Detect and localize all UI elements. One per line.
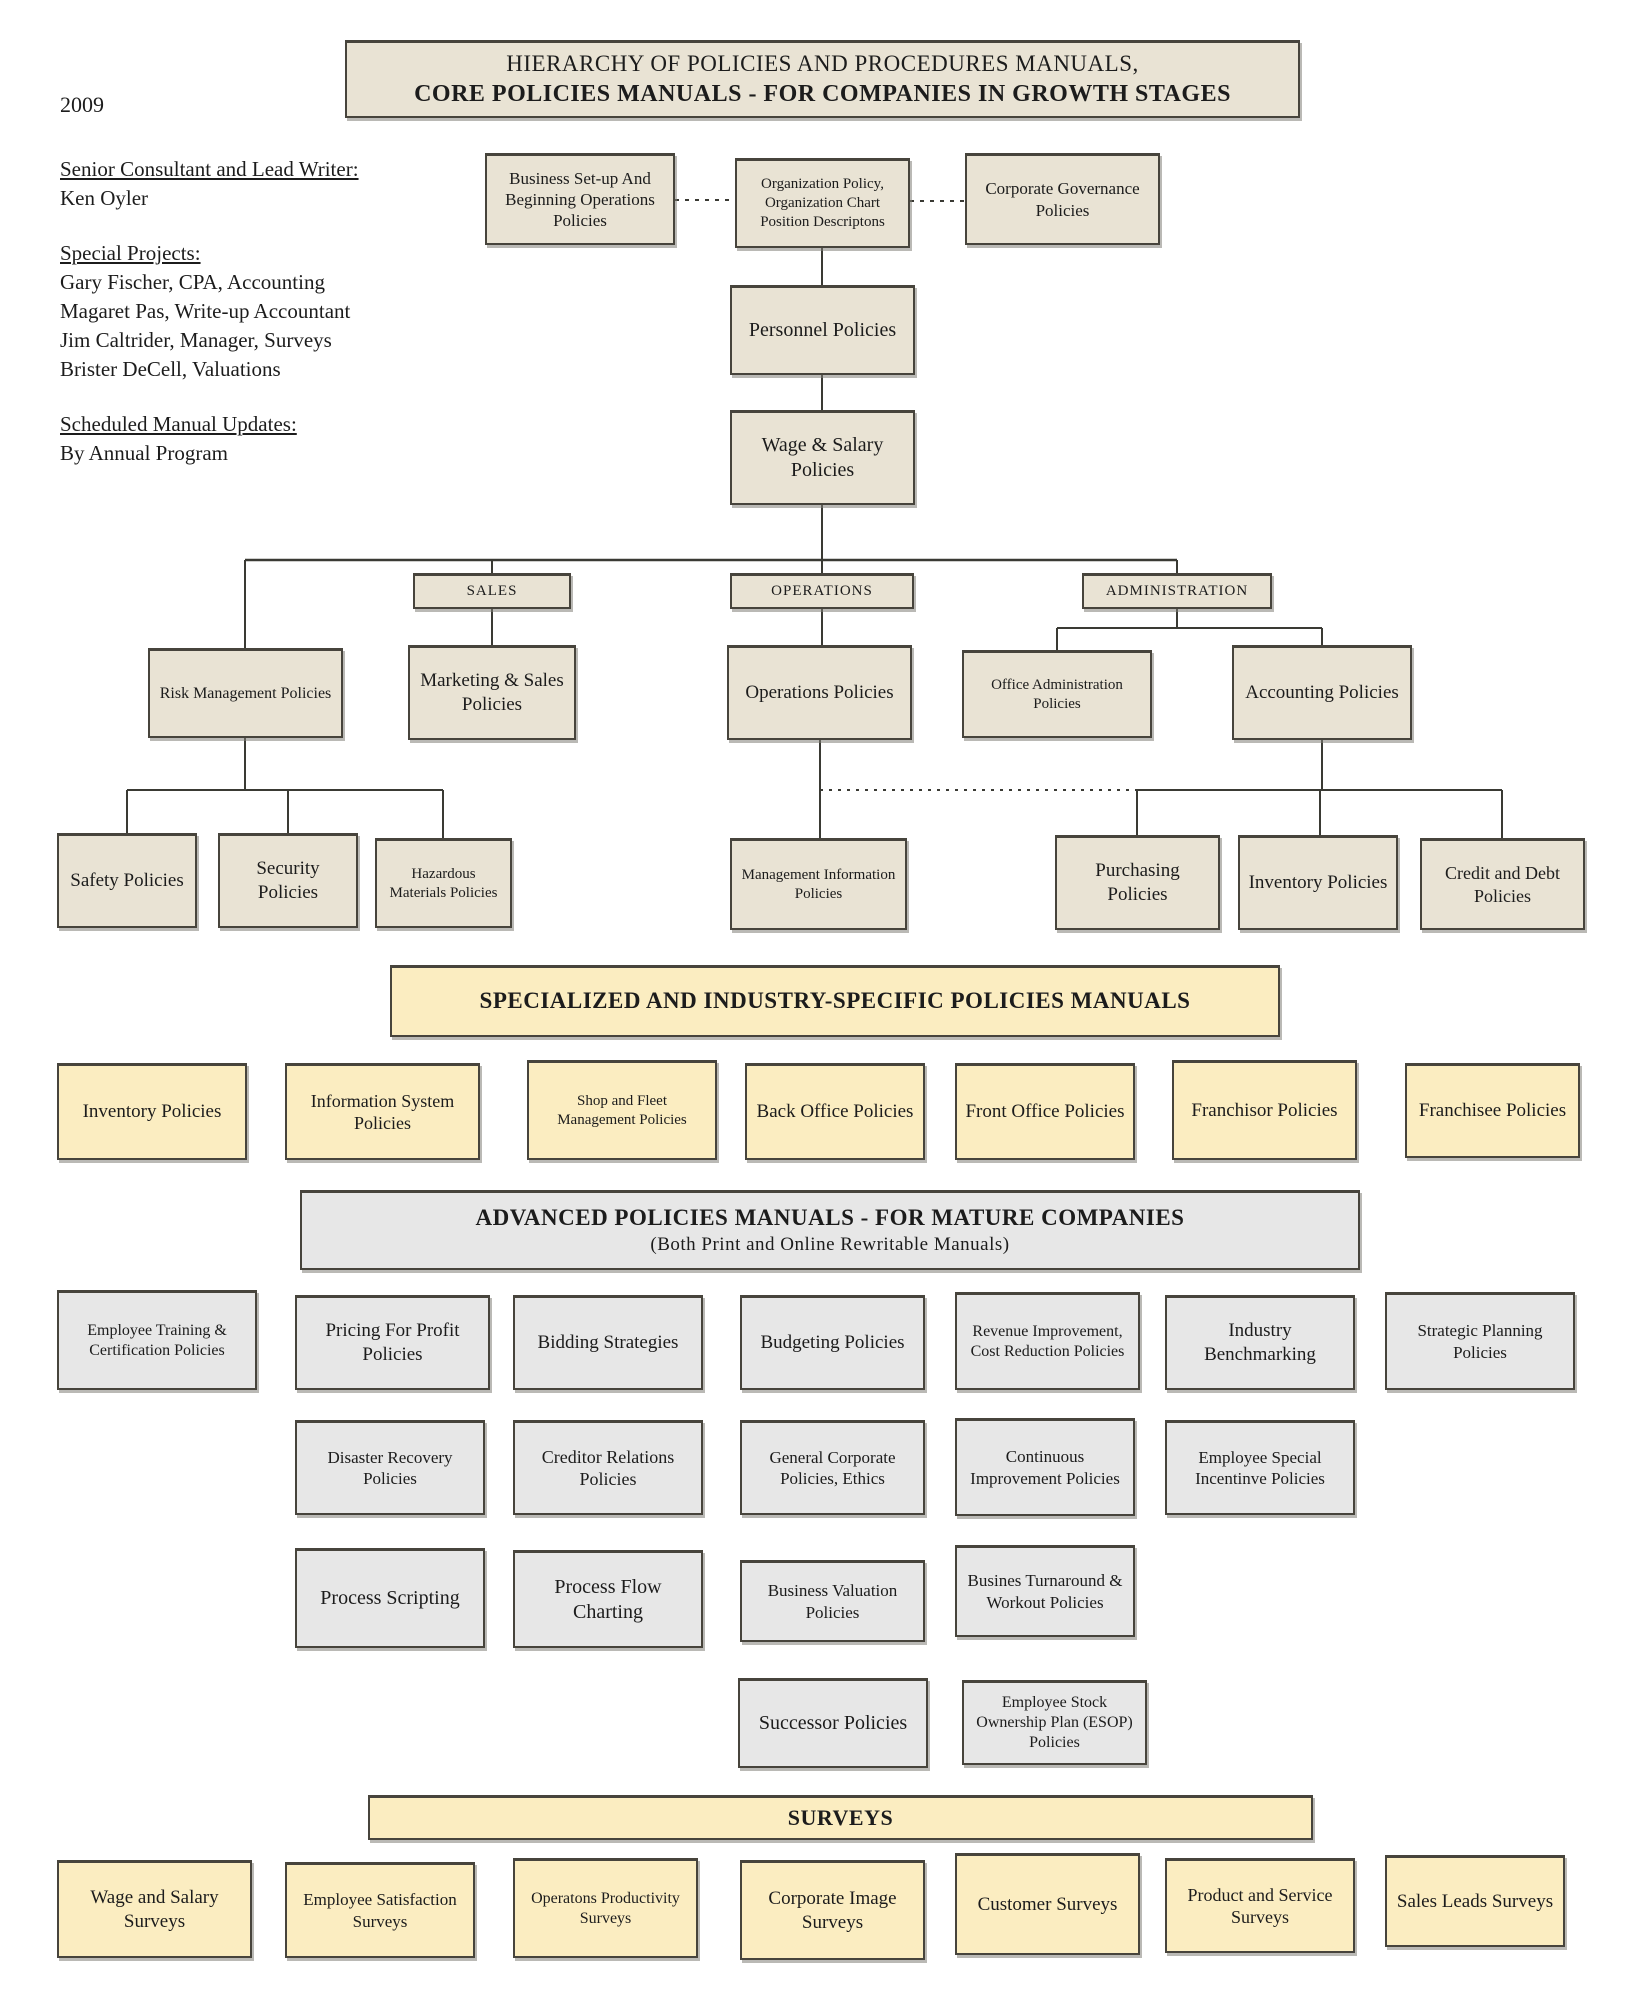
box-corporate-image-surveys: Corporate Image Surveys (740, 1860, 925, 1960)
box-bidding-strategies: Bidding Strategies (513, 1295, 703, 1390)
box-office-administration: Office Administration Policies (962, 650, 1152, 738)
year-label: 2009 (60, 92, 104, 117)
box-industry-benchmarking: Industry Benchmarking (1165, 1295, 1355, 1390)
box-continuous-improvement: Continuous Improvement Policies (955, 1418, 1135, 1516)
box-product-service-surveys: Product and Service Surveys (1165, 1858, 1355, 1953)
advanced-banner: ADVANCED POLICIES MANUALS - FOR MATURE C… (300, 1190, 1360, 1270)
box-process-scripting: Process Scripting (295, 1548, 485, 1648)
box-security-policies: Security Policies (218, 833, 358, 928)
box-risk-management: Risk Management Policies (148, 648, 343, 738)
box-business-setup: Business Set-up And Beginning Operations… (485, 153, 675, 245)
box-wage-salary-surveys: Wage and Salary Surveys (57, 1860, 252, 1958)
title-line2: CORE POLICIES MANUALS - FOR COMPANIES IN… (414, 80, 1231, 107)
branch-label-operations: OPERATIONS (730, 573, 914, 609)
box-esop-policies: Employee Stock Ownership Plan (ESOP) Pol… (962, 1680, 1147, 1765)
special-project-person: Gary Fischer, CPA, Accounting (60, 269, 325, 294)
box-corporate-governance: Corporate Governance Policies (965, 153, 1160, 245)
updates-heading: Scheduled Manual Updates: (60, 411, 297, 436)
box-disaster-recovery: Disaster Recovery Policies (295, 1420, 485, 1515)
advanced-banner-line2: (Both Print and Online Rewritable Manual… (650, 1234, 1010, 1255)
box-revenue-improvement: Revenue Improvement, Cost Reduction Poli… (955, 1292, 1140, 1390)
box-credit-debt-policies: Credit and Debt Policies (1420, 838, 1585, 930)
box-strategic-planning: Strategic Planning Policies (1385, 1292, 1575, 1390)
box-employee-special-incentive: Employee Special Incentinve Policies (1165, 1420, 1355, 1515)
box-customer-surveys: Customer Surveys (955, 1853, 1140, 1955)
credits-block: Senior Consultant and Lead Writer: Ken O… (60, 155, 500, 494)
box-safety-policies: Safety Policies (57, 833, 197, 928)
box-accounting-policies: Accounting Policies (1232, 645, 1412, 740)
box-process-flow-charting: Process Flow Charting (513, 1550, 703, 1648)
box-business-turnaround: Busines Turnaround & Workout Policies (955, 1545, 1135, 1637)
branch-label-administration: ADMINISTRATION (1082, 573, 1272, 609)
box-marketing-sales: Marketing & Sales Policies (408, 645, 576, 740)
box-operations-productivity-surveys: Operatons Productivity Surveys (513, 1858, 698, 1958)
updates-note: By Annual Program (60, 440, 228, 465)
box-wage-salary-policies: Wage & Salary Policies (730, 410, 915, 505)
box-operations-policies: Operations Policies (727, 645, 912, 740)
branch-label-sales: SALES (413, 573, 571, 609)
box-creditor-relations: Creditor Relations Policies (513, 1420, 703, 1515)
box-franchisee: Franchisee Policies (1405, 1063, 1580, 1158)
box-employee-satisfaction-surveys: Employee Satisfaction Surveys (285, 1862, 475, 1958)
box-front-office: Front Office Policies (955, 1063, 1135, 1160)
lead-writer-heading: Senior Consultant and Lead Writer: (60, 157, 359, 181)
box-franchisor: Franchisor Policies (1172, 1060, 1357, 1160)
box-employee-training: Employee Training & Certification Polici… (57, 1290, 257, 1390)
box-pricing-for-profit: Pricing For Profit Policies (295, 1295, 490, 1390)
title-banner: HIERARCHY OF POLICIES AND PROCEDURES MAN… (345, 40, 1300, 118)
box-budgeting-policies: Budgeting Policies (740, 1295, 925, 1390)
special-projects-heading: Special Projects: (60, 240, 201, 265)
advanced-banner-line1: ADVANCED POLICIES MANUALS - FOR MATURE C… (475, 1205, 1185, 1231)
specialized-banner: SPECIALIZED AND INDUSTRY-SPECIFIC POLICI… (390, 965, 1280, 1037)
box-inventory-policies-specialized: Inventory Policies (57, 1063, 247, 1160)
special-project-person: Brister DeCell, Valuations (60, 356, 281, 381)
box-information-system: Information System Policies (285, 1063, 480, 1160)
box-general-corporate: General Corporate Policies, Ethics (740, 1420, 925, 1515)
box-shop-fleet: Shop and Fleet Management Policies (527, 1060, 717, 1160)
lead-writer-name: Ken Oyler (60, 185, 149, 210)
box-business-valuation: Business Valuation Policies (740, 1560, 925, 1642)
box-back-office: Back Office Policies (745, 1063, 925, 1160)
box-management-information: Management Information Policies (730, 838, 907, 930)
box-personnel-policies: Personnel Policies (730, 285, 915, 375)
box-organization-policy: Organization Policy, Organization Chart … (735, 158, 910, 248)
special-project-person: Jim Caltrider, Manager, Surveys (60, 327, 332, 352)
box-successor-policies: Successor Policies (738, 1678, 928, 1768)
box-inventory-policies-core: Inventory Policies (1238, 835, 1398, 930)
box-sales-leads-surveys: Sales Leads Surveys (1385, 1855, 1565, 1947)
box-purchasing-policies: Purchasing Policies (1055, 835, 1220, 930)
box-hazardous-materials: Hazardous Materials Policies (375, 838, 512, 928)
title-line1: HIERARCHY OF POLICIES AND PROCEDURES MAN… (506, 51, 1139, 77)
special-project-person: Magaret Pas, Write-up Accountant (60, 298, 351, 323)
surveys-banner: SURVEYS (368, 1795, 1313, 1840)
